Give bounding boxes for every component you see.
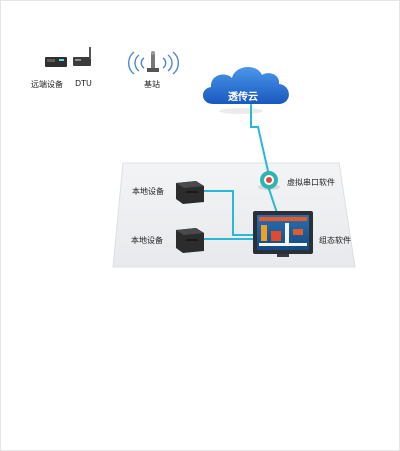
local-device-label-1: 本地设备 xyxy=(132,187,164,196)
base-station-icon xyxy=(147,51,159,72)
local-device-label-2: 本地设备 xyxy=(131,236,163,245)
remote-device-icon xyxy=(45,57,67,67)
remote-device-label: 远端设备 xyxy=(31,80,63,89)
local-device-icon xyxy=(176,228,204,253)
wifi-signal-icon xyxy=(128,51,179,75)
scada-software-label: 组态软件 xyxy=(319,236,351,245)
base-station-label: 基站 xyxy=(144,80,160,89)
dtu-label: DTU xyxy=(75,79,92,88)
virtual-serial-icon xyxy=(258,171,280,190)
cloud-to-serial-line xyxy=(250,104,269,172)
cloud-label: 透传云 xyxy=(228,92,258,103)
monitor-icon xyxy=(253,211,313,257)
device1-to-monitor-line xyxy=(202,190,254,236)
connection-lines xyxy=(202,104,278,240)
serial-to-monitor-line xyxy=(268,188,278,214)
dtu-icon xyxy=(73,47,91,66)
local-device-icon xyxy=(176,181,204,204)
virtual-serial-label: 虚拟串口软件 xyxy=(287,178,335,187)
